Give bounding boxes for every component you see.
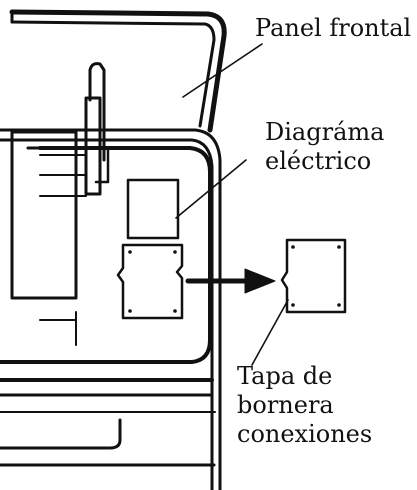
removal-arrow [185,268,276,294]
label-diagrama-electrico: Diagráma eléctrico [265,118,384,176]
left-component [10,130,87,346]
label-diagrama-line-1: Diagráma [265,118,385,146]
terminal-cover-removed [280,238,347,314]
label-panel-frontal-text: Panel frontal [255,14,412,42]
terminal-cover-installed [116,243,184,320]
label-tapa-line-3: conexiones [237,420,373,448]
lower-housing [0,378,216,467]
leader-diagrama [175,159,247,219]
label-diagrama-line-2: eléctrico [265,147,372,175]
leader-tapa [251,299,289,366]
label-tapa-line-1: Tapa de [237,362,333,390]
electrical-diagram-sheet [126,178,180,240]
label-tapa-bornera: Tapa de bornera conexiones [237,362,372,449]
label-panel-frontal: Panel frontal [255,14,411,43]
leader-panel-frontal [182,43,263,98]
inner-panel [0,146,212,364]
housing-outline [0,128,222,490]
front-panel [9,9,227,133]
label-tapa-line-2: bornera [237,391,334,419]
